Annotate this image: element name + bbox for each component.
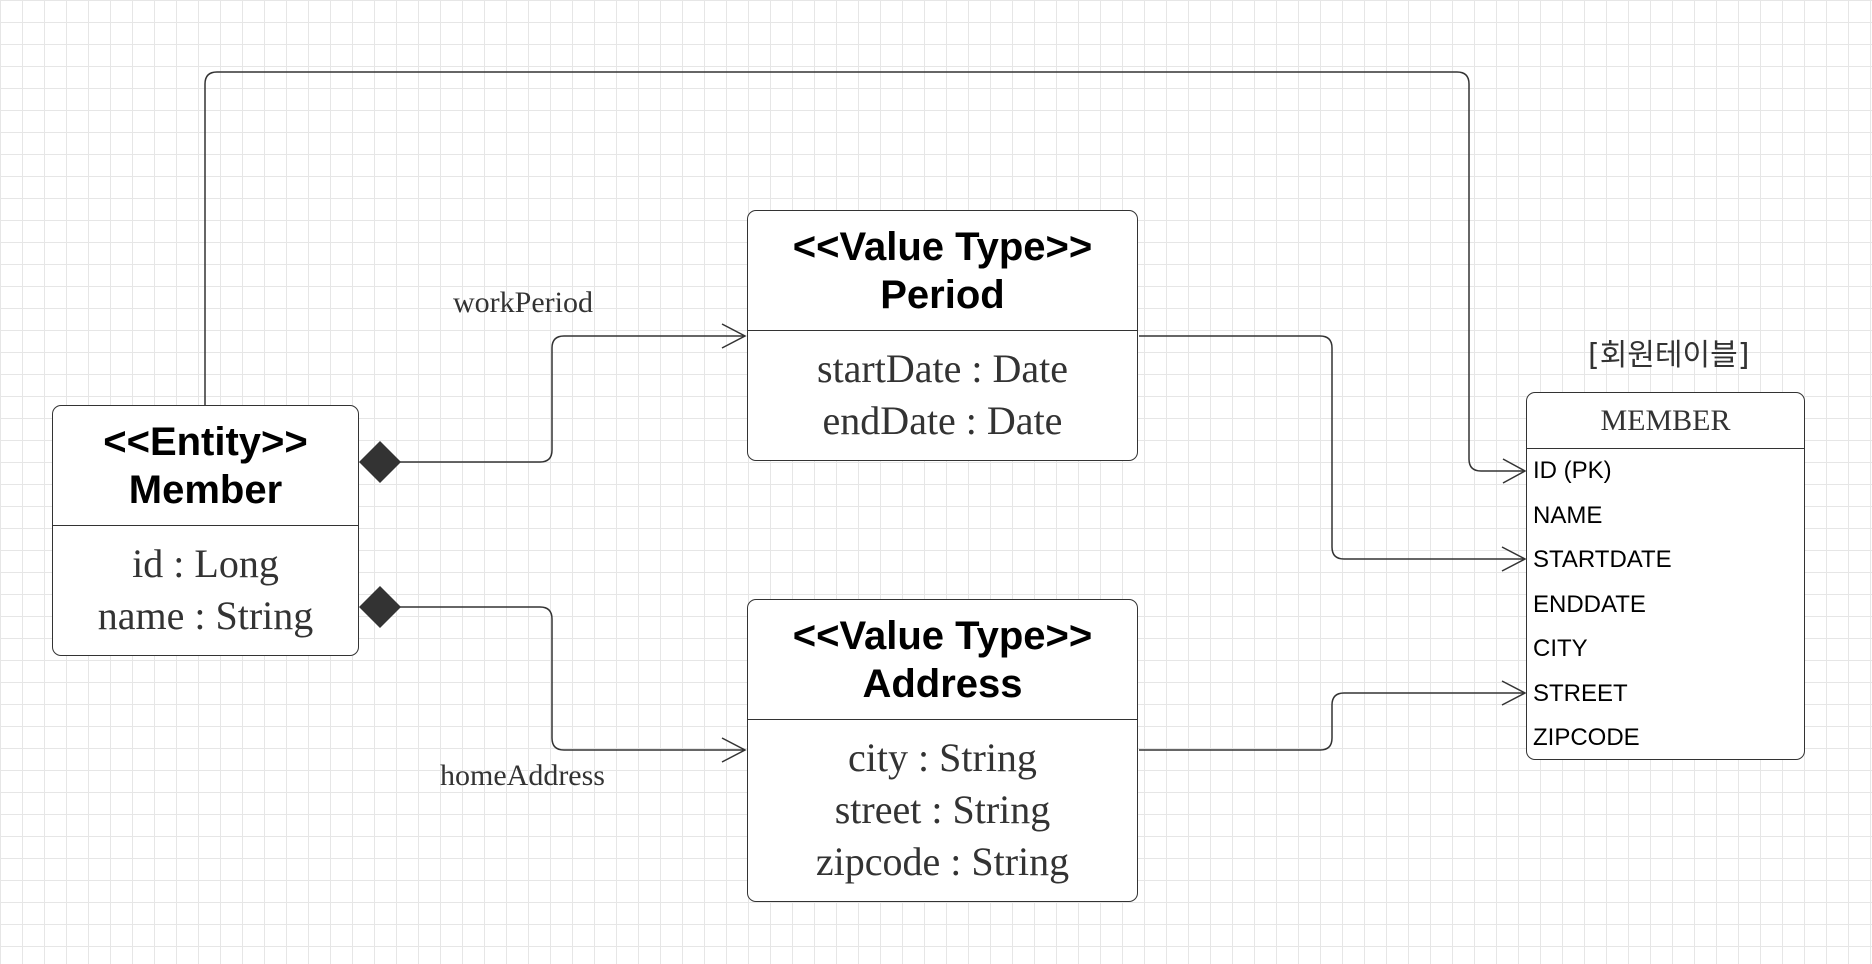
composition-diamond-home — [359, 586, 401, 628]
entity-stereotype: <<Entity>> — [103, 419, 308, 464]
address-name: Address — [862, 661, 1023, 706]
table-column-enddate: ENDDATE — [1533, 590, 1646, 618]
arrowhead-period — [721, 323, 747, 349]
address-stereotype: <<Value Type>> — [792, 613, 1093, 658]
table-column-street: STREET — [1533, 679, 1628, 707]
attribute-zipcode: zipcode : String — [815, 839, 1070, 884]
member-entity-box: <<Entity>> Member id : Long name : Strin… — [52, 405, 359, 656]
table-column-startdate: STARTDATE — [1533, 546, 1672, 574]
composition-diamond-work — [359, 441, 401, 483]
attribute-enddate: endDate : Date — [822, 398, 1063, 443]
member-entity-attributes: id : Long name : String — [53, 526, 358, 654]
period-stereotype: <<Value Type>> — [792, 224, 1093, 269]
attribute-street: street : String — [834, 787, 1051, 832]
table-title: [회원테이블] — [1588, 338, 1750, 373]
connector-member-id — [204, 71, 1524, 472]
relation-label-work-period: workPeriod — [453, 286, 593, 319]
attribute-startdate: startDate : Date — [817, 346, 1068, 391]
period-header: <<Value Type>> Period — [748, 211, 1137, 331]
attribute-name: name : String — [97, 593, 314, 638]
arrowhead-startdate — [1501, 546, 1527, 572]
arrowhead-id — [1502, 458, 1527, 484]
connector-startdate — [1139, 335, 1524, 560]
address-attributes: city : String street : String zipcode : … — [748, 720, 1137, 900]
table-column-city: CITY — [1533, 635, 1588, 663]
period-value-type-box: <<Value Type>> Period startDate : Date e… — [747, 210, 1138, 461]
attribute-city: city : String — [848, 735, 1037, 780]
table-column-id: ID (PK) — [1533, 457, 1612, 485]
table-column-zipcode: ZIPCODE — [1533, 724, 1640, 752]
member-entity-header: <<Entity>> Member — [53, 406, 358, 526]
arrowhead-street — [1501, 680, 1527, 706]
connector-home-address — [400, 606, 745, 751]
address-header: <<Value Type>> Address — [748, 600, 1137, 720]
arrowhead-address — [721, 737, 747, 763]
table-name: MEMBER — [1527, 393, 1804, 449]
member-table-box: MEMBER ID (PK) NAME STARTDATE ENDDATE CI… — [1526, 392, 1805, 760]
relation-label-home-address: homeAddress — [440, 759, 605, 792]
period-attributes: startDate : Date endDate : Date — [748, 331, 1137, 459]
entity-name: Member — [128, 467, 283, 512]
period-name: Period — [880, 272, 1005, 317]
attribute-id: id : Long — [132, 541, 279, 586]
address-value-type-box: <<Value Type>> Address city : String str… — [747, 599, 1138, 902]
connector-work-period — [400, 335, 745, 463]
table-column-name: NAME — [1533, 501, 1603, 529]
connector-street — [1139, 692, 1524, 751]
